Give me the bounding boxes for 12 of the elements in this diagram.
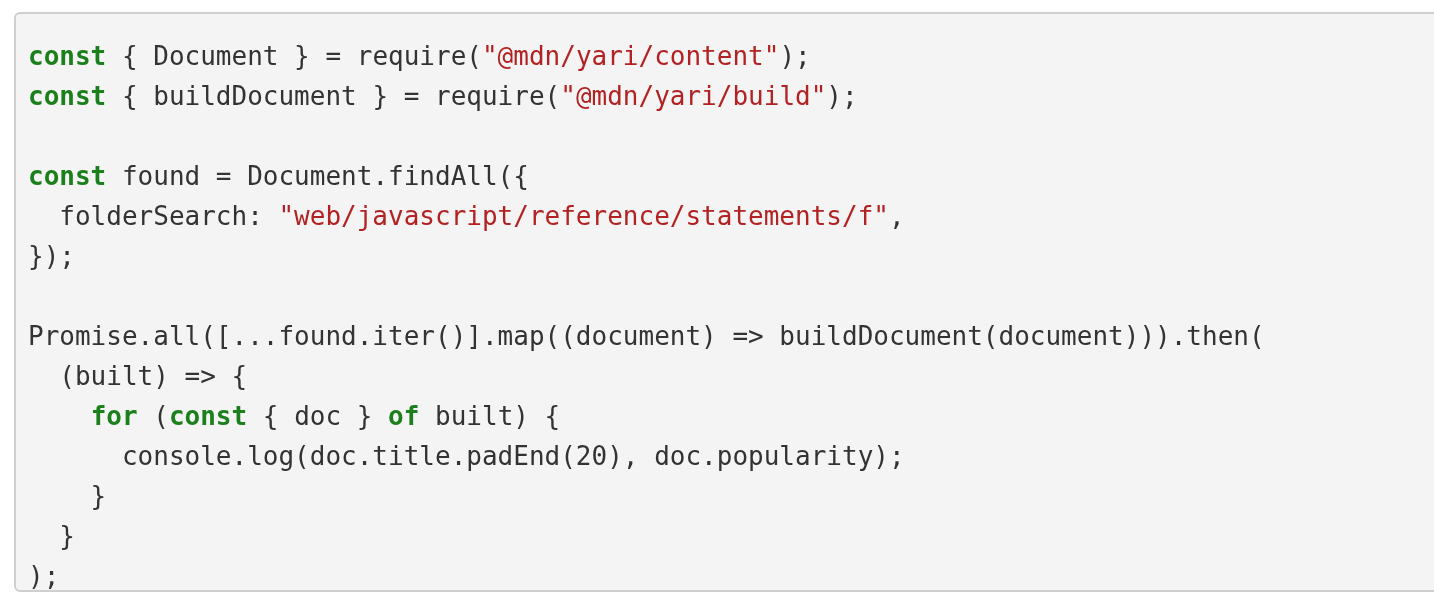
code-line: (built) => { [58, 360, 248, 393]
code-line: const { buildDocument } = require("@mdn/yari/build"); [28, 80, 858, 113]
code-line: console.log(doc.title.padEnd(20), doc.popularity); [120, 440, 905, 473]
code-line: for (const { doc } of built) { [89, 400, 561, 433]
code-line: const { Document } = require("@mdn/yari/content"); [28, 40, 811, 73]
code-line: folderSearch: "web/javascript/reference/statements/f", [58, 200, 905, 233]
code-line: } [58, 520, 75, 553]
code-line: }); [28, 240, 75, 273]
code-line: Promise.all([...found.iter()].map((document) => buildDocument(document))).then( [28, 320, 1265, 353]
code-line: } [89, 480, 107, 513]
code-line: ); [28, 560, 60, 593]
code-line: const found = Document.findAll({ [28, 160, 529, 193]
